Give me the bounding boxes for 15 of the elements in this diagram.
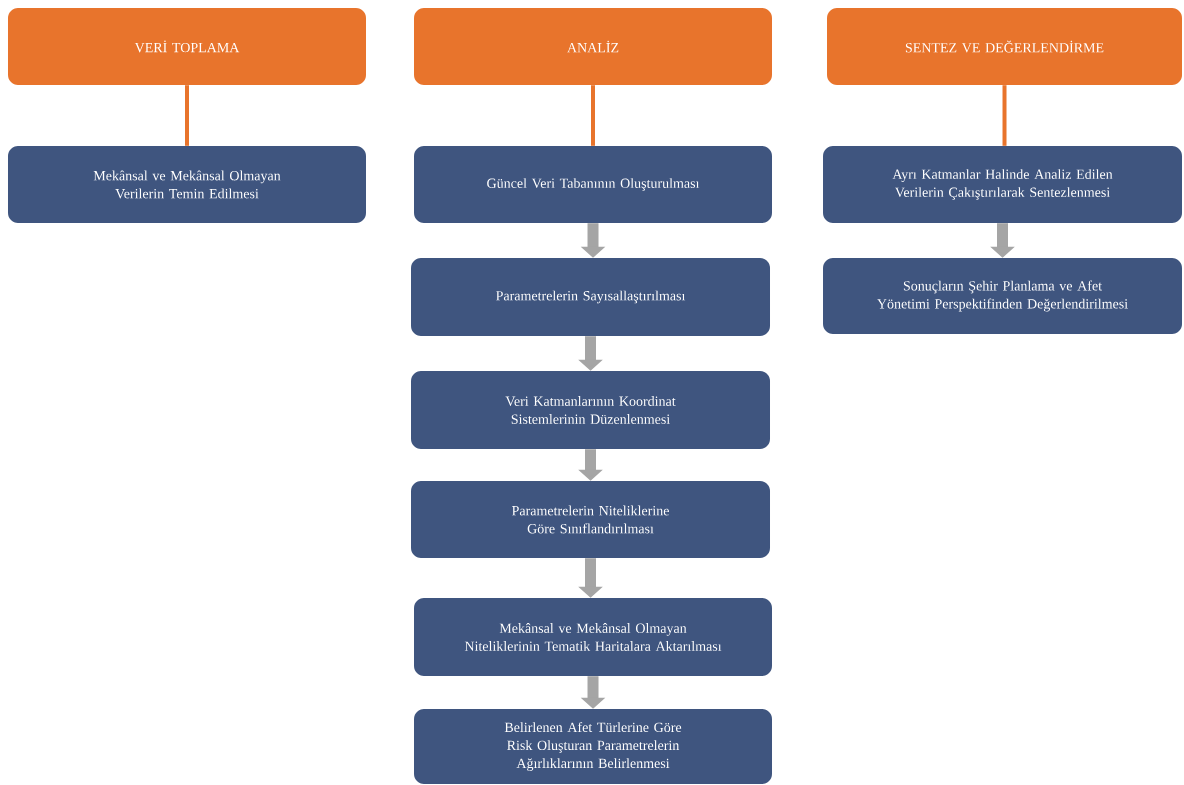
process-box: Veri Katmanlarının Koordinat Sistemlerinin Düzenlenmesi xyxy=(411,371,770,449)
process-box: Mekânsal ve Mekânsal Olmayan Verilerin Temin Edilmesi xyxy=(8,146,366,223)
connector-line xyxy=(591,85,595,146)
connector-line xyxy=(185,85,189,146)
phase-header-box: SENTEZ VE DEĞERLENDİRME xyxy=(827,8,1182,85)
process-box: Güncel Veri Tabanının Oluşturulması xyxy=(414,146,772,223)
phase-header-box: ANALİZ xyxy=(414,8,772,85)
process-box: Mekânsal ve Mekânsal Olmayan Niteliklerinin Tematik Haritalara Aktarılması xyxy=(414,598,772,676)
process-box: Parametrelerin Sayısallaştırılması xyxy=(411,258,770,336)
phase-header-box: VERİ TOPLAMA xyxy=(8,8,366,85)
process-box: Ayrı Katmanlar Halinde Analiz Edilen Verilerin Çakıştırılarak Sentezlenmesi xyxy=(823,146,1182,223)
process-box: Sonuçların Şehir Planlama ve Afet Yönetimi Perspektifinden Değerlendirilmesi xyxy=(823,258,1182,334)
connector-line xyxy=(1002,85,1007,146)
process-box: Belirlenen Afet Türlerine Göre Risk Oluşturan Parametrelerin Ağırlıklarının Belirlenmesi xyxy=(414,709,772,784)
process-box: Parametrelerin Niteliklerine Göre Sınıflandırılması xyxy=(411,481,770,558)
